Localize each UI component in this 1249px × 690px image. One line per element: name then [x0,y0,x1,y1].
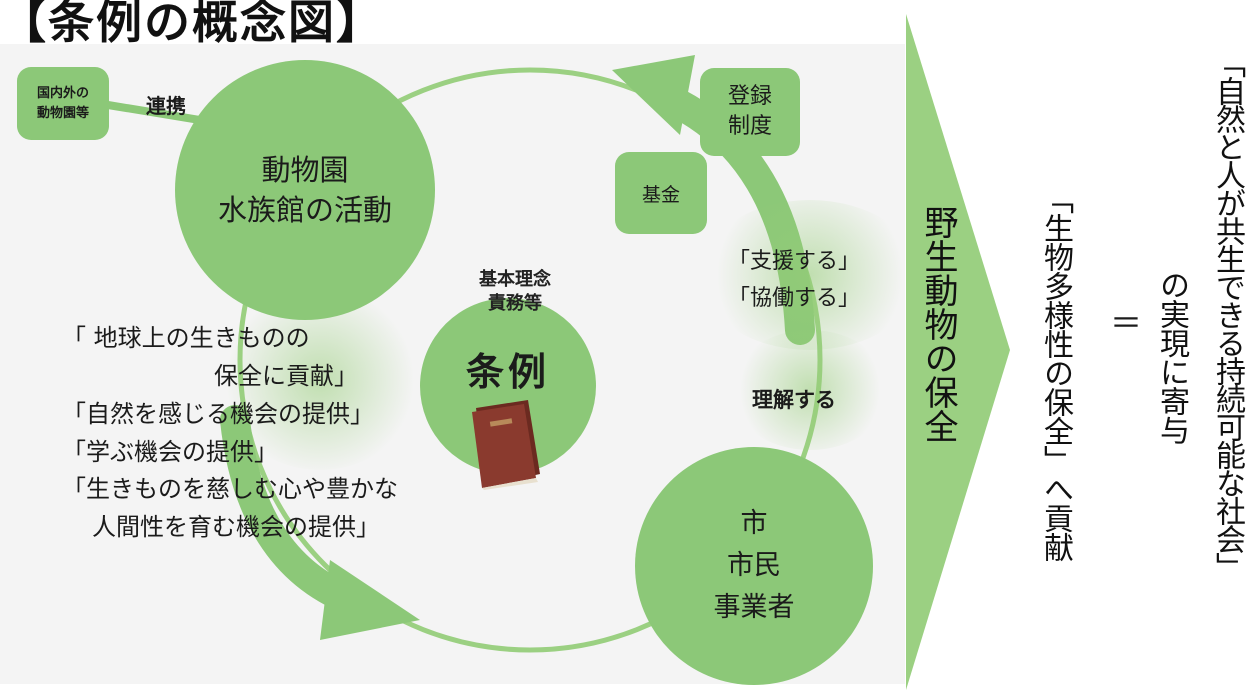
lower-cycle-arrow [220,405,365,615]
understand-label: 理解する [752,388,836,412]
wildlife-conservation-arrow [906,14,1010,690]
citizens-line-2: 市民 [727,550,781,581]
understand-glow [730,330,890,450]
ordinance-sub-line-1: 基本理念 [479,269,551,290]
lower-cycle-arrowhead [320,560,420,640]
contribution-line-1: 「 地球上の生きものの [62,324,310,352]
ordinance-sub-labels: 基本理念 責務等 [455,268,575,316]
registration-box: 登録 制度 [700,68,800,156]
registration-line-1: 登録 [727,84,772,109]
citizens-line-1: 市 [740,508,768,539]
registration-line-2: 制度 [727,114,772,139]
contribution-line-2: 保全に貢献」 [214,362,358,390]
zoo-line-2: 水族館の活動 [217,193,392,227]
partners-box: 国内外の 動物園等 [17,67,109,140]
upper-cycle-arrowhead [612,55,695,135]
contribution-line-5: 「生きものを慈しむ心や豊かな [62,475,398,503]
contribution-line-4: 「学ぶ機会の提供」 [62,438,278,466]
ordinance-main-label: 条例 [465,349,550,394]
cooperate-label: 「協働する」 [728,286,861,311]
biodiversity-label: 「生物多様性の保全」へ貢献 [1038,184,1073,561]
citizens-circle: 市 市民 事業者 [635,447,873,685]
partners-line-1: 国内外の [36,85,89,101]
fund-label: 基金 [641,183,680,206]
citizens-line-3: 事業者 [713,592,795,623]
link-label: 連携 [146,94,186,118]
fund-box: 基金 [615,152,707,234]
ordinance-sub-line-2: 責務等 [488,293,542,314]
contribution-glow [220,290,420,470]
wildlife-conservation-label: 野生動物の保全 [918,205,958,443]
sustainable-society-label: 「自然と人が共生できる持続可能な社会」 [1210,48,1245,580]
equals-sign: ＝ [1110,304,1143,342]
contribution-line-3: 「自然を感じる機会の提供」 [62,400,374,428]
contribution-line-6: 人間性を育む機会の提供」 [92,513,380,541]
page-title: 【条例の概念図】 [0,0,384,49]
book-icon [472,400,540,490]
contribution-label: の実現に寄与 [1154,270,1189,444]
zoo-line-1: 動物園 [261,153,349,187]
zoo-activity-circle: 動物園 水族館の活動 [175,60,435,320]
support-glow [700,200,920,350]
partners-line-2: 動物園等 [36,105,89,121]
support-label: 「支援する」 [728,249,861,274]
